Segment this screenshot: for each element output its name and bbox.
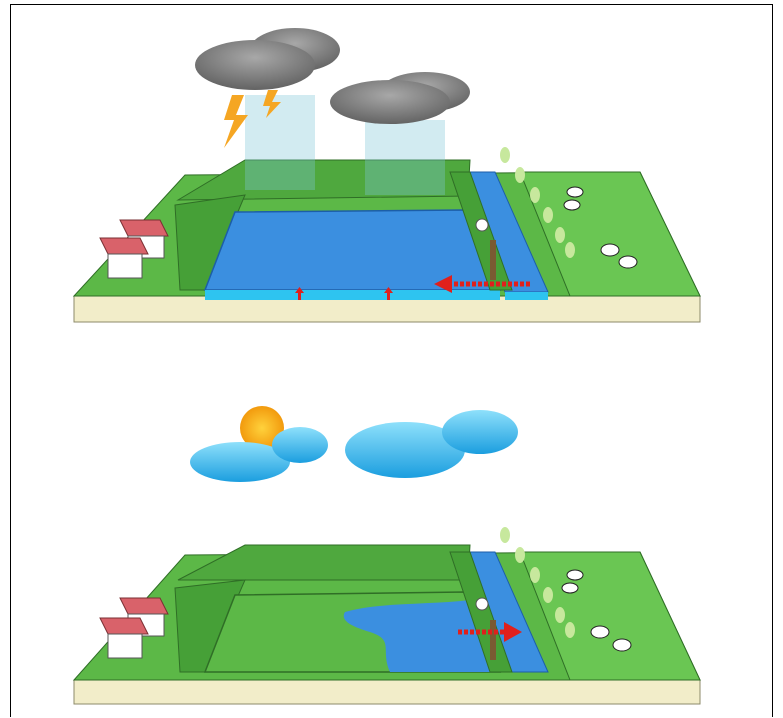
polder-basin: [205, 210, 500, 290]
basin-wall: [205, 290, 500, 300]
canal-bottom: [505, 292, 548, 300]
panel-wet-weather: [74, 28, 700, 322]
fair-weather-sky: [190, 406, 518, 482]
gate-wheel-icon: [476, 598, 488, 610]
sluice-gate-icon: [490, 240, 496, 280]
panel-dry-weather: [74, 527, 700, 704]
sluice-gate-icon: [490, 620, 496, 660]
soil-slab: [74, 680, 700, 704]
cloud-icon: [190, 410, 518, 482]
gate-wheel-icon: [476, 219, 488, 231]
dyke-top: [178, 545, 470, 580]
